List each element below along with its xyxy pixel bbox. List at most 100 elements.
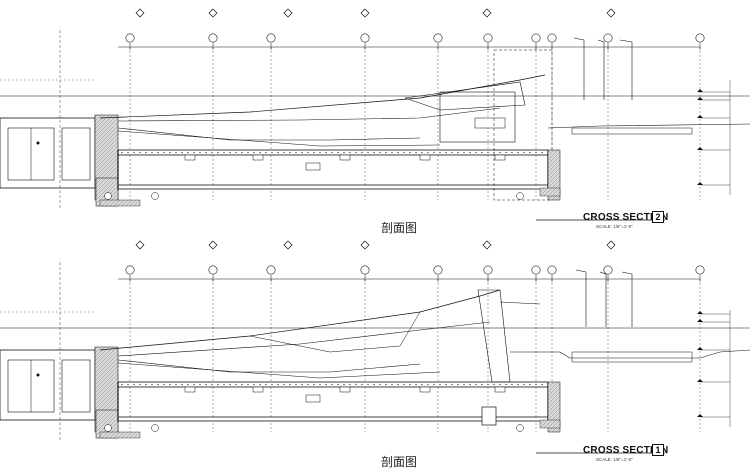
slab-rebar [463, 151, 465, 154]
canopy-line [499, 301, 541, 305]
slab-rebar [337, 151, 339, 154]
slab-rebar [325, 383, 327, 386]
grid-diamond-marker [482, 8, 492, 18]
elevation-marker [697, 311, 703, 314]
slab-rebar [343, 151, 345, 154]
slab-rebar [133, 151, 135, 154]
slab-rebar [277, 151, 279, 154]
slab-rebar [163, 151, 165, 154]
slab-rebar [181, 383, 183, 386]
slab-rebar [157, 151, 159, 154]
plaza-slab [571, 127, 693, 135]
slab-rebar [169, 151, 171, 154]
beam-drop [494, 154, 506, 161]
slab-rebar [301, 383, 303, 386]
slab-rebar [355, 151, 357, 154]
slab-rebar [481, 151, 483, 154]
slab-rebar [385, 383, 387, 386]
slab-rebar [217, 383, 219, 386]
slab-rebar [217, 151, 219, 154]
slab-rebar [439, 151, 441, 154]
slab-rebar [139, 383, 141, 386]
roof-line-lower [117, 321, 491, 357]
slab-rebar [205, 151, 207, 154]
roof-line-lower [117, 107, 501, 122]
slab-rebar [367, 151, 369, 154]
elevation-marker [697, 89, 703, 92]
slab-rebar [487, 151, 489, 154]
slab-rebar [319, 383, 321, 386]
grid-bubble [125, 33, 135, 43]
grid-bubble [695, 33, 705, 43]
slab-rebar [391, 383, 393, 386]
slab-rebar [361, 383, 363, 386]
lobby-mass [404, 81, 526, 111]
slab-rebar [499, 383, 501, 386]
slab-rebar [487, 383, 489, 386]
grid-bubble [531, 33, 541, 43]
slab-rebar [145, 151, 147, 154]
slab-rebar [289, 151, 291, 154]
slab-rebar [451, 151, 453, 154]
slab-rebar [193, 383, 195, 386]
slab-rebar [397, 383, 399, 386]
slab-rebar [169, 383, 171, 386]
slab-rebar [367, 383, 369, 386]
dot [36, 141, 40, 145]
grid-diamond-marker [208, 240, 218, 250]
footing [539, 187, 561, 197]
grid-diamond-marker [283, 240, 293, 250]
grid-bubble [531, 265, 541, 275]
beam-drop [419, 386, 431, 393]
slab-rebar [523, 383, 525, 386]
grid-diamond-marker [360, 8, 370, 18]
slab-rebar [475, 383, 477, 386]
elevation-marker [697, 414, 703, 417]
slab-rebar [457, 151, 459, 154]
room-tag [305, 162, 321, 171]
slab-rebar [139, 151, 141, 154]
grid-bubble [433, 33, 443, 43]
grid-diamond-marker [283, 8, 293, 18]
slab-rebar [325, 151, 327, 154]
dot [36, 373, 40, 377]
slab-rebar [445, 383, 447, 386]
slab-rebar [361, 151, 363, 154]
roof-line-upper [99, 289, 501, 351]
slab-rebar [529, 383, 531, 386]
slab-rebar [427, 383, 429, 386]
slab-rebar [229, 151, 231, 154]
slab-rebar [463, 383, 465, 386]
lobby-box [439, 91, 516, 143]
slab-rebar [469, 151, 471, 154]
slab-rebar [331, 383, 333, 386]
grade-line-right [547, 123, 750, 129]
slab-rebar [223, 383, 225, 386]
right-ground-mass [547, 381, 561, 433]
slab-rebar [421, 383, 423, 386]
slab-rebar [193, 151, 195, 154]
beam-drop [184, 154, 196, 161]
slab-rebar [283, 151, 285, 154]
section-1-caption: 剖面图 [381, 455, 418, 469]
mast [575, 269, 587, 327]
elevation-marker [697, 182, 703, 185]
slab-rebar [505, 383, 507, 386]
slab-rebar [241, 151, 243, 154]
slab-rebar [157, 383, 159, 386]
elevation-marker [697, 379, 703, 382]
slab-rebar [535, 151, 537, 154]
lobby-wall [477, 289, 511, 383]
footing [99, 431, 141, 439]
grid-bubble [266, 265, 276, 275]
slab-rebar [181, 151, 183, 154]
elevation-marker [697, 115, 703, 118]
beam-drop [252, 154, 264, 161]
slab-rebar [355, 383, 357, 386]
slab-rebar [277, 383, 279, 386]
truss-line [249, 311, 421, 353]
slab-rebar [379, 151, 381, 154]
slab-rebar [265, 151, 267, 154]
window-frame [61, 127, 91, 181]
grid-bubble [547, 265, 557, 275]
